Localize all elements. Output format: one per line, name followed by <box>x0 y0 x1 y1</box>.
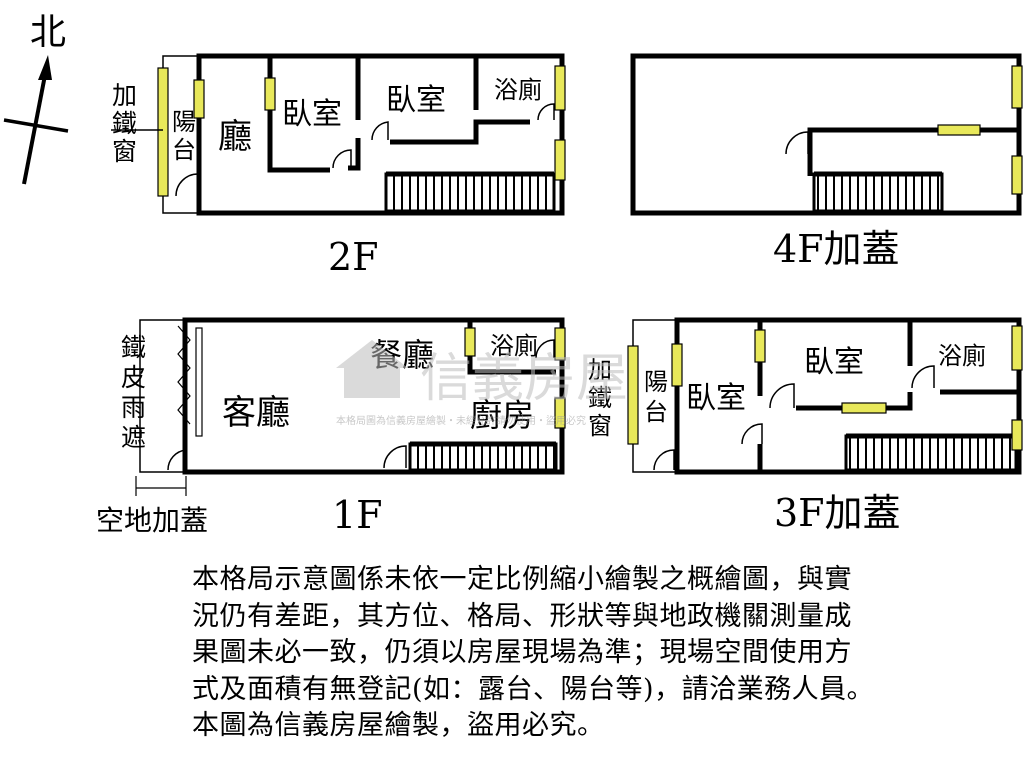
stairs <box>812 172 944 213</box>
stairs <box>844 434 1018 472</box>
compass-north-label: 北 <box>30 12 66 53</box>
side-label-char: 窗 <box>112 137 137 166</box>
bedroom-label: 臥室 <box>386 83 446 118</box>
compass-crossbar <box>3 118 69 133</box>
stairs <box>408 442 558 472</box>
watermark-subtitle: 本格局圖為信義房屋繪製‧未經允許請勿使用‧盜用必究 <box>336 414 586 427</box>
canopy-label-char: 皮 <box>121 363 146 392</box>
canopy-label-char: 遮 <box>121 423 146 452</box>
floor-4f-outer-wall <box>630 53 1022 216</box>
door-swings <box>167 339 555 471</box>
balcony-label-char: 台 <box>644 398 668 426</box>
floor-plan-diagram: 北 加 鐵 窗 <box>3 12 1023 537</box>
side-label-char: 鐵 <box>112 109 137 138</box>
windows <box>937 65 1023 195</box>
bathroom-label: 浴廁 <box>938 342 986 370</box>
windows <box>157 65 566 197</box>
door-swings <box>175 103 555 197</box>
side-label-char: 鐵 <box>588 384 612 412</box>
yard-label: 空地加蓋 <box>96 504 208 537</box>
floor-caption: 1F <box>332 493 383 537</box>
disclaimer-line: 式及面積有無登記(如：露台、陽台等)，請洽業務人員。 <box>192 673 875 705</box>
disclaimer-line: 況仍有差距，其方位、格局、形狀等與地政機關測量成 <box>192 600 852 632</box>
floor-2f: 加 鐵 窗 陽 台 廳 臥室 臥室 浴廁 2F <box>111 53 566 279</box>
canopy-label-char: 雨 <box>121 393 146 422</box>
folding-doors <box>177 325 203 437</box>
compass-arrowhead-icon <box>38 55 52 80</box>
floor-1f: 鐵 皮 雨 遮 空地加蓋 客廳 餐廳 浴廁 廚房 1F <box>96 317 566 537</box>
bathroom-label: 浴廁 <box>494 76 542 104</box>
kitchen-label: 廚房 <box>470 396 534 434</box>
watermark-brand: 信義房屋 <box>420 350 628 408</box>
interior-walls <box>807 127 1019 177</box>
disclaimer-line: 果圖未必一致，仍須以房屋現場為準；現場空間使用方 <box>192 637 852 668</box>
windows <box>627 325 1023 451</box>
door-swings <box>653 365 935 471</box>
balcony-label-char: 陽 <box>172 108 196 136</box>
side-label-char: 窗 <box>588 412 612 440</box>
stairs <box>384 172 556 213</box>
disclaimer-text: 本格局示意圖係未依一定比例縮小繪製之概繪圖，與實 況仍有差距，其方位、格局、形狀… <box>192 562 992 745</box>
floor-caption: 3F加蓋 <box>774 491 901 535</box>
living-room-label: 客廳 <box>222 393 290 433</box>
floor-3f: 加 鐵 窗 陽 台 臥室 臥室 浴廁 3F加蓋 <box>588 317 1023 535</box>
bedroom-label: 臥室 <box>686 381 746 416</box>
watermark: 信義房屋 本格局圖為信義房屋繪製‧未經允許請勿使用‧盜用必究 <box>336 340 628 427</box>
compass: 北 <box>3 12 69 185</box>
floor-1f-outer-wall <box>182 317 565 475</box>
side-label-char: 加 <box>588 356 612 384</box>
floor-2f-outer-wall <box>196 53 565 216</box>
floor-4f: 4F加蓋 <box>630 53 1023 271</box>
bedroom-label: 臥室 <box>804 345 864 380</box>
windows <box>464 327 566 429</box>
side-label-char: 加 <box>112 81 137 110</box>
dimension-line <box>135 476 187 496</box>
canopy-label-char: 鐵 <box>121 333 146 362</box>
house-logo-icon <box>336 340 408 398</box>
balcony-label-char: 陽 <box>644 368 668 396</box>
balcony-label-char: 台 <box>172 136 196 164</box>
canopy-outline <box>139 319 186 473</box>
window <box>157 67 169 197</box>
floor-caption: 2F <box>328 235 379 279</box>
hall-label: 廳 <box>218 117 252 157</box>
floor-caption: 4F加蓋 <box>773 227 900 271</box>
bathroom-label: 浴廁 <box>490 332 538 360</box>
disclaimer-line: 本圖為信義房屋繪製，盜用必究。 <box>192 710 605 741</box>
bedroom-label: 臥室 <box>282 97 342 132</box>
door-swing <box>785 131 809 155</box>
disclaimer-line: 本格局示意圖係未依一定比例縮小繪製之概繪圖，與實 <box>192 564 852 595</box>
balcony-outline <box>632 319 678 473</box>
floor-3f-outer-wall <box>674 317 1022 475</box>
